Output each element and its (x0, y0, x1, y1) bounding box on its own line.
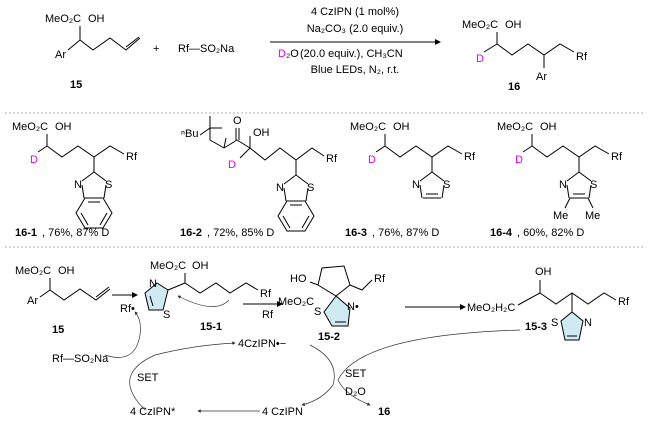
hydroxyl-label: OH (505, 19, 522, 31)
compound-label: 15-3 (525, 321, 547, 333)
sulfur-label: S (443, 179, 450, 191)
deuterium-d: D (278, 48, 286, 60)
ester-label: MeO₂C (497, 121, 533, 133)
nitrogen-label: N (149, 278, 157, 290)
product-label: 16 (378, 406, 390, 418)
nitrogen-label: N (584, 317, 592, 329)
mech-substrate-15: MeO₂C OH Ar 15 (15, 265, 111, 336)
rf-label: Rf (576, 51, 588, 63)
deuterium-label: D (30, 154, 38, 166)
sulfur-label: S (163, 309, 170, 321)
compound-label: 15 (52, 324, 64, 336)
intermediate-15-1: MeO₂C OH N S Rf 15-1 (144, 260, 272, 333)
compound-id: 16-4 (490, 227, 513, 239)
nitrogen-label: N (276, 182, 284, 194)
catalyst-radical-anion: 4CzIPN•− (238, 338, 286, 350)
product-16: MeO₂C OH D Rf Ar 16 (462, 19, 588, 93)
hydroxyl-label: OH (253, 127, 270, 139)
catalyst: 4 CzIPN (1 mol%) (311, 6, 399, 18)
plus-sign: + (153, 43, 159, 55)
arrow-rf-label: Rf (262, 309, 274, 321)
sulfur-label: S (314, 306, 321, 318)
sulfur-label: S (551, 317, 558, 329)
example-16-2: ⁿBu O OH D Rf N S 16-2 , 72%, 85% D (180, 115, 338, 239)
ester-label: MeO₂C (278, 296, 314, 308)
example-16-4: MeO₂C OH D Rf N S Me Me 16-4 , 60%, 82% … (490, 121, 623, 239)
hydroxyl-label: OH (58, 265, 75, 277)
nitrogen-label: N (74, 179, 82, 191)
ester-label: MeO₂C (15, 265, 51, 277)
rf-label: Rf (611, 151, 623, 163)
nbutyl-label: ⁿBu (181, 128, 198, 140)
aryl-label: Ar (55, 49, 66, 61)
nitrogen-label: N (412, 179, 420, 191)
sulfur-label: S (307, 182, 314, 194)
hydroxyl-label: OH (88, 13, 105, 25)
compound-label: 16 (508, 81, 520, 93)
example-16-1: MeO₂C OH D Rf N S 16-1 , 76%, 87% D (12, 121, 138, 239)
sulfinate-reagent: Rf—SO₂Na (178, 43, 235, 55)
deuterium-label: D (228, 159, 236, 171)
compound-label: 15 (70, 79, 82, 91)
deuterium-label: D (476, 53, 484, 65)
yield-deuteration: , 60%, 82% D (517, 227, 584, 239)
intermediate-15-2: HO MeO₂C S N• Rf 15-2 (278, 265, 386, 343)
hydroxyl-label: HO (290, 273, 307, 285)
yield-deuteration: , 72%, 85% D (207, 227, 274, 239)
set-label: SET (345, 368, 367, 380)
rf-label: Rf (326, 153, 338, 165)
hydroxyl-label: OH (535, 266, 552, 278)
rf-label: Rf (374, 273, 386, 285)
methyl-label: Me (553, 210, 568, 222)
rf-label: Rf (464, 151, 476, 163)
electron-arrow (177, 295, 230, 307)
solvent: (20.0 equiv.), CH₃CN (300, 48, 403, 60)
rf-label: Rf (126, 151, 138, 163)
aryl-label: Ar (27, 295, 38, 307)
deuterium-label: D (368, 154, 376, 166)
nitrogen-label: N (559, 179, 567, 191)
ground-catalyst: 4 CzIPN (262, 406, 303, 418)
sulfur-label: S (590, 179, 597, 191)
light-atmosphere: Blue LEDs, N₂, r.t. (311, 64, 400, 76)
photocatalytic-cycle (104, 311, 521, 413)
compound-id: 16-2 (180, 227, 202, 239)
compound-id: 16-3 (345, 227, 367, 239)
compound-label: 15-1 (200, 321, 222, 333)
rf-label: Rf (260, 288, 272, 300)
hydroxyl-label: OH (192, 260, 209, 272)
ester-label: MeO₂C (150, 260, 186, 272)
rf-label: Rf (618, 296, 630, 308)
deuterium-label: D (515, 154, 523, 166)
yield-deuteration: , 76%, 87% D (42, 227, 109, 239)
compound-label: 15-2 (318, 331, 340, 343)
intermediate-15-3: MeO₂H₂C OH S N Rf 15-3 (467, 266, 630, 341)
aryl-label: Ar (536, 71, 547, 83)
reaction-conditions: 4 CzIPN (1 mol%) Na₂CO₃ (2.0 equiv.) D ₂… (270, 6, 441, 76)
ester-label: MeO₂H₂C (467, 302, 515, 314)
compound-id: 16-1 (15, 227, 37, 239)
excited-catalyst: 4 CzIPN* (130, 406, 176, 418)
sulfinate-label: Rf—SO₂Na (52, 353, 109, 365)
carbonyl-oxygen: O (233, 115, 242, 127)
ester-label: MeO₂C (12, 121, 48, 133)
hydroxyl-label: OH (393, 121, 410, 133)
d2o-label: D₂O (345, 386, 366, 398)
rf-radical: Rf• (120, 303, 135, 315)
methyl-label: Me (585, 210, 600, 222)
d2o-suffix: ₂O (286, 48, 299, 60)
substrate-15: MeO₂C OH Ar 15 (45, 13, 141, 91)
ester-label: MeO₂C (462, 19, 498, 31)
sulfur-label: S (105, 179, 112, 191)
base: Na₂CO₃ (2.0 equiv.) (307, 23, 404, 35)
nitrogen-radical-label: N• (347, 301, 359, 313)
hydroxyl-label: OH (55, 121, 72, 133)
ester-label: MeO₂C (350, 121, 386, 133)
hydroxyl-label: OH (540, 121, 557, 133)
ester-label: MeO₂C (45, 13, 81, 25)
example-16-3: MeO₂C OH D Rf N S 16-3 , 76%, 87% D (345, 121, 476, 239)
set-label: SET (137, 372, 159, 384)
yield-deuteration: , 76%, 87% D (372, 227, 439, 239)
